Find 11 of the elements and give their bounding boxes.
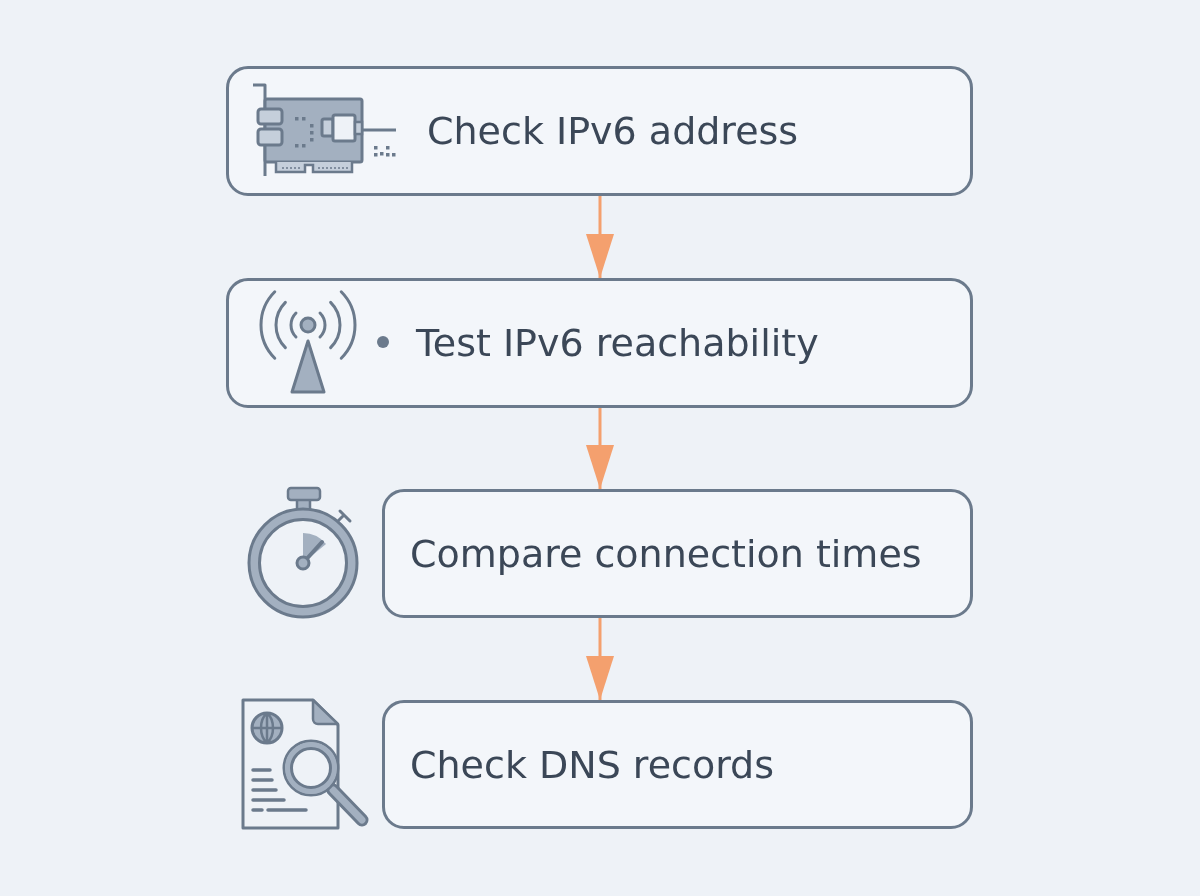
arrow <box>586 196 614 278</box>
arrow <box>586 618 614 700</box>
arrow <box>586 408 614 489</box>
process-box <box>382 489 973 618</box>
process-box <box>226 66 973 196</box>
step-label: Test IPv6 reachability <box>416 321 819 365</box>
step-label: Check DNS records <box>410 742 775 787</box>
step-label: Check IPv6 address <box>427 109 799 153</box>
process-box <box>226 278 973 408</box>
step-label: Compare connection times <box>410 531 922 576</box>
process-box <box>382 700 973 829</box>
